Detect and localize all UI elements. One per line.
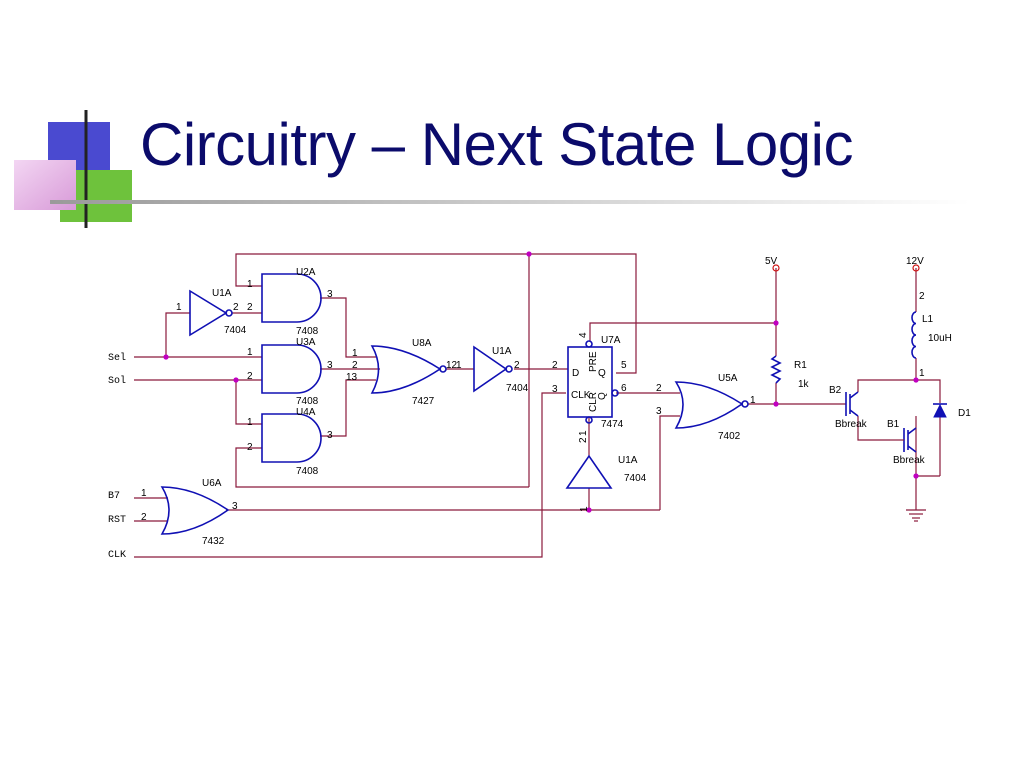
inverter-u1a-mid: U1A 7404 1 2 (456, 345, 529, 394)
and-gate-u3a: U3A 7408 1 2 3 (247, 337, 333, 407)
b1-model: Bbreak (893, 455, 926, 466)
title-decoration (14, 110, 970, 228)
nor-gate-u5a: U5A 7402 2 3 1 (656, 373, 756, 442)
u8a-ref: U8A (412, 338, 432, 349)
u1a-mid-pin-in: 1 (456, 360, 462, 371)
inductor-l1: L1 10uH 2 1 (911, 291, 952, 379)
u7a-pin-q: 5 (621, 360, 627, 371)
transistor-b2: B2 Bbreak (829, 385, 868, 430)
supply-5v-label: 5V (765, 256, 778, 267)
nor-gate-u8a: U8A 7427 1 2 13 12 (346, 338, 458, 407)
u8a-pin-in3: 13 (346, 372, 358, 383)
u1a-top-pin-out: 2 (233, 302, 239, 313)
slide-title: Circuitry – Next State Logic (140, 111, 853, 178)
u6a-pin-out: 3 (232, 501, 238, 512)
u4a-ref: U4A (296, 407, 316, 418)
u5a-ref: U5A (718, 373, 738, 384)
title-underline (50, 200, 970, 204)
l1-pin-top: 2 (919, 291, 925, 302)
u5a-type: 7402 (718, 431, 741, 442)
u1a-bot-type: 7404 (624, 473, 647, 484)
u7a-pin-clk: 3 (552, 384, 558, 395)
input-b7-label: B7 (108, 491, 120, 502)
u7a-clr-label: CLR (588, 392, 599, 412)
u3a-pin-in1: 1 (247, 347, 253, 358)
inverter-u1a-bottom: U1A 7404 1 2 (565, 437, 647, 512)
u7a-d-label: D (572, 368, 579, 379)
u4a-type: 7408 (296, 466, 319, 477)
b2-ref: B2 (829, 385, 842, 396)
u7a-pin-qbar: 6 (621, 383, 627, 394)
inverter-u1a-top: U1A 7404 1 2 (176, 288, 247, 337)
input-clk-label: CLK (108, 550, 126, 561)
u1a-bot-ref: U1A (618, 455, 638, 466)
u8a-type: 7427 (412, 396, 435, 407)
u3a-ref: U3A (296, 337, 316, 348)
b1-ref: B1 (887, 419, 900, 430)
u7a-pin-d: 2 (552, 360, 558, 371)
u7a-pin-pre: 4 (578, 332, 589, 338)
d1-ref: D1 (958, 408, 971, 419)
u8a-pin-out: 12 (446, 360, 458, 371)
resistor-r1: R1 1k (770, 355, 810, 390)
and-gate-u4a: U4A 7408 1 2 3 (247, 407, 333, 477)
wires (134, 253, 941, 558)
u7a-ref: U7A (601, 335, 621, 346)
u6a-pin-in1: 1 (141, 488, 147, 499)
u2a-pin-in2: 2 (247, 302, 253, 313)
input-sol-label: Sol (108, 375, 126, 387)
u3a-pin-out: 3 (327, 360, 333, 371)
or-gate-u6a: U6A 7432 1 2 3 (141, 478, 238, 547)
u3a-pin-in2: 2 (247, 371, 253, 382)
u2a-ref: U2A (296, 267, 316, 278)
u1a-mid-pin-out: 2 (514, 360, 520, 371)
u1a-top-ref: U1A (212, 288, 232, 299)
u7a-q-label: Q (598, 368, 606, 379)
u4a-pin-out: 3 (327, 430, 333, 441)
u2a-type: 7408 (296, 326, 319, 337)
u1a-bot-pin-out: 2 (578, 437, 589, 443)
supply-12v: 12V (906, 256, 924, 272)
u4a-pin-in2: 2 (247, 442, 253, 453)
u1a-mid-type: 7404 (506, 383, 529, 394)
u7a-type: 7474 (601, 419, 624, 430)
transistor-b1: B1 Bbreak (887, 419, 926, 466)
dff-u7a: U7A 7474 D Q PRE CLK CLR Q 2 3 4 5 6 1 (552, 332, 627, 436)
u1a-top-pin-in: 1 (176, 302, 182, 313)
u7a-qbar-label: Q (597, 392, 608, 400)
u6a-pin-in2: 2 (141, 512, 147, 523)
input-sel-label: Sel (108, 352, 126, 364)
u7a-pre-label: PRE (588, 351, 599, 372)
ground-symbol (906, 509, 926, 522)
l1-ref: L1 (922, 314, 934, 325)
u1a-top-type: 7404 (224, 325, 247, 336)
u8a-pin-in2: 2 (352, 360, 358, 371)
junctions (163, 251, 919, 513)
u3a-type: 7408 (296, 396, 319, 407)
u5a-pin-in1: 2 (656, 383, 662, 394)
supply-5v: 5V (765, 256, 780, 272)
u1a-bot-pin-in: 1 (579, 506, 590, 512)
u4a-pin-in1: 1 (247, 417, 253, 428)
r1-ref: R1 (794, 360, 807, 371)
u6a-ref: U6A (202, 478, 222, 489)
u7a-pin-clr: 1 (578, 430, 589, 436)
b2-model: Bbreak (835, 419, 868, 430)
u8a-pin-in1: 1 (352, 348, 358, 359)
u5a-pin-in2: 3 (656, 406, 662, 417)
u6a-type: 7432 (202, 536, 225, 547)
supply-12v-label: 12V (906, 256, 924, 267)
r1-value: 1k (798, 379, 810, 390)
u1a-mid-ref: U1A (492, 346, 512, 357)
and-gate-u2a: U2A 7408 1 2 3 (247, 267, 333, 337)
l1-pin-bottom: 1 (919, 368, 925, 379)
u2a-pin-out: 3 (327, 289, 333, 300)
input-rst-label: RST (108, 515, 126, 526)
u2a-pin-in1: 1 (247, 279, 253, 290)
l1-value: 10uH (928, 333, 952, 344)
u5a-pin-out: 1 (750, 395, 756, 406)
u7a-clk-label: CLK (571, 390, 591, 401)
diode-d1: D1 (933, 403, 971, 419)
